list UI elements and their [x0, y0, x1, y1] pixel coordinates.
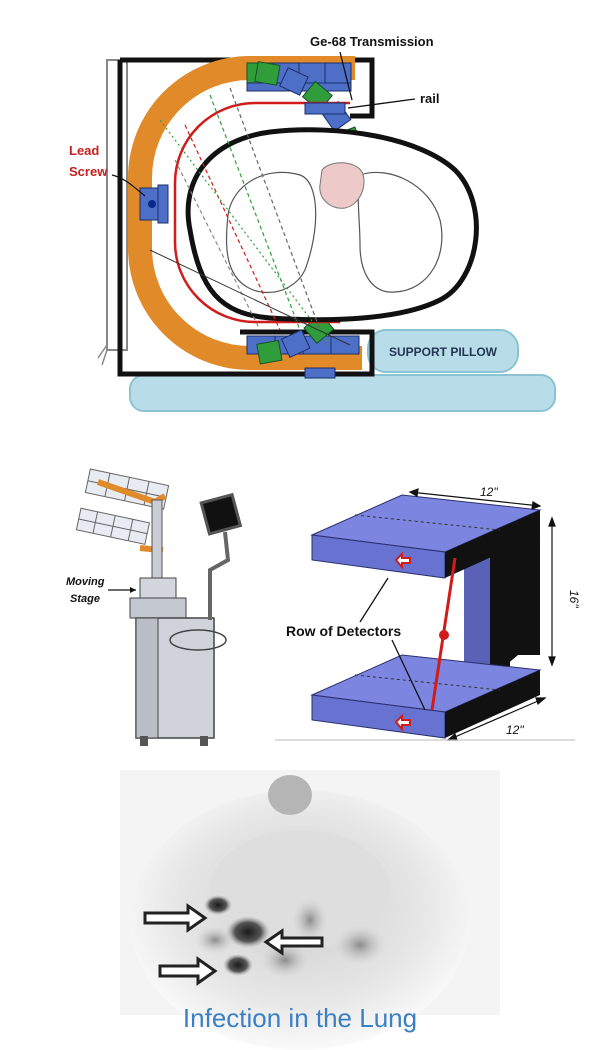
pet-scan-panel: [0, 770, 600, 1050]
lung-left-outline: [225, 171, 317, 293]
lesion-middle: [226, 916, 270, 948]
scanner-machine: [75, 468, 243, 746]
lesion-upper: [204, 895, 232, 915]
scan-caption: Infection in the Lung: [182, 1003, 418, 1033]
label-ge68-transmission: Ge-68 Transmission: [310, 34, 434, 49]
lesion-lower: [223, 954, 253, 976]
heart-shape: [319, 162, 365, 209]
transmission-source-path: [173, 101, 350, 324]
patient-cross-section: [185, 127, 479, 323]
lesion-arrow-lower: [158, 956, 218, 986]
lesion-arrow-right: [263, 928, 324, 956]
dim-height: 16": [567, 590, 581, 608]
pet-gantry-svg: SUPPORT PILLOW: [69, 34, 556, 412]
housing-panel: [106, 59, 128, 351]
support-pillow: [367, 329, 519, 373]
label-stage: Stage: [70, 593, 100, 605]
label-screw: Screw: [69, 164, 108, 179]
pet-gantry-diagram: SUPPORT PILLOW: [0, 0, 600, 420]
dim-width-top: 12": [480, 485, 498, 499]
lesion-arrow-upper: [143, 903, 208, 933]
dim-width-bottom: 12": [506, 723, 524, 737]
label-lead: Lead: [69, 143, 99, 158]
pet-scan-svg: [120, 770, 500, 1050]
label-moving: Moving: [66, 576, 105, 588]
support-pillow-label: SUPPORT PILLOW: [389, 345, 498, 359]
neck-uptake: [268, 775, 312, 815]
detector-plates: [310, 494, 542, 739]
dimension-markers: [408, 488, 556, 741]
base-mount: [304, 367, 336, 379]
middle-illustrations: Moving Stage 12" 16" 12: [0, 440, 600, 770]
label-row-of-detectors: Row of Detectors: [286, 623, 401, 639]
coincidence-lines: [149, 87, 351, 346]
support-base: [129, 374, 556, 412]
middle-svg: Moving Stage 12" 16" 12: [66, 468, 581, 746]
rail-block: [304, 102, 346, 115]
label-rail: rail: [420, 91, 440, 106]
lung-right-outline: [357, 171, 443, 293]
